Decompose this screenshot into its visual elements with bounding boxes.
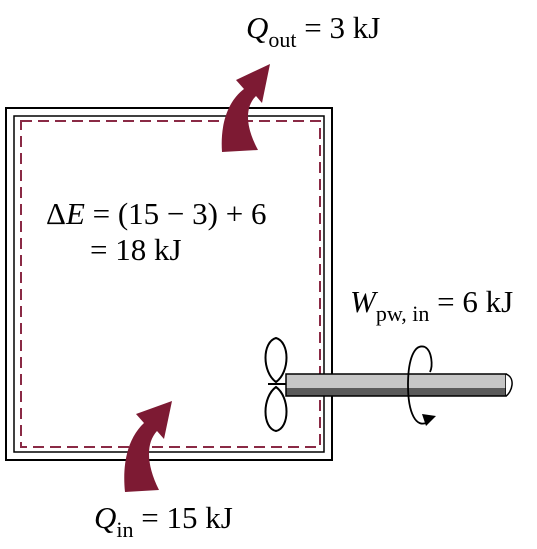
heat-in-arrow	[124, 401, 172, 492]
system-container-inner	[13, 115, 325, 453]
work-subscript: pw, in	[375, 301, 430, 326]
heat-out-symbol: Q	[246, 10, 269, 45]
heat-in-value: = 15 kJ	[141, 500, 233, 535]
work-value: = 6 kJ	[437, 284, 514, 319]
energy-balance-rhs1: = (15 − 3) + 6	[92, 196, 267, 231]
heat-out-value: = 3 kJ	[304, 10, 381, 45]
heat-in-label: Qin = 15 kJ	[94, 500, 233, 541]
heat-out-arrow	[221, 64, 270, 152]
energy-balance-line1: ΔE = (15 − 3) + 6	[46, 198, 266, 229]
shaft-end	[505, 373, 513, 397]
rotation-arrow-tail	[424, 346, 433, 373]
heat-out-subscript: out	[268, 27, 297, 52]
rotation-arrowhead-icon	[422, 414, 436, 426]
paddle-blade-top	[264, 336, 288, 384]
heat-in-symbol: Q	[94, 500, 117, 535]
energy-symbol: E	[65, 196, 85, 231]
paddle-blade-bottom	[264, 385, 288, 433]
shaft-top	[286, 374, 506, 388]
energy-balance-line2: = 18 kJ	[90, 234, 182, 265]
heat-out-label: Qout = 3 kJ	[246, 10, 381, 51]
rotation-arrow	[407, 345, 429, 425]
delta-symbol: Δ	[46, 196, 66, 231]
heat-in-subscript: in	[116, 517, 134, 542]
system-boundary-dashed	[20, 120, 321, 448]
shaft-bottom	[286, 388, 506, 396]
energy-balance-rhs2: = 18 kJ	[90, 232, 182, 267]
work-symbol: W	[350, 284, 376, 319]
system-container-outer	[5, 107, 333, 461]
work-in-label: Wpw, in = 6 kJ	[350, 284, 514, 325]
